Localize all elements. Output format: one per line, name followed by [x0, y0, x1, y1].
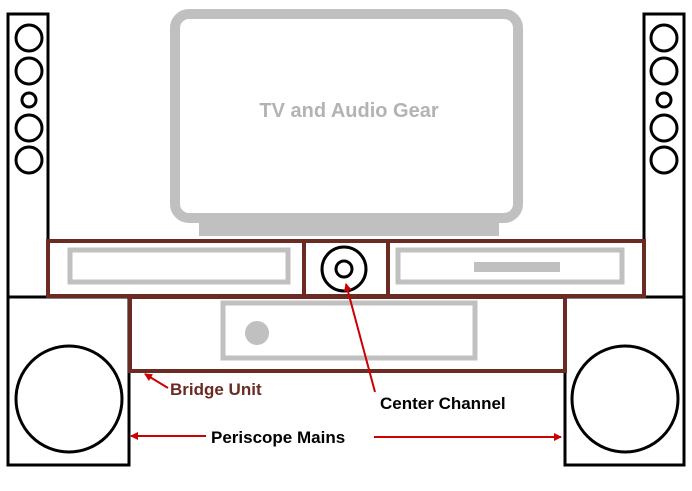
right-tower [642, 12, 686, 299]
left-tower-driver [14, 145, 44, 175]
right-tower-driver [649, 113, 679, 143]
left-tower-driver [14, 113, 44, 143]
bridge-arrow [144, 373, 169, 389]
right-tower-tweeter [655, 91, 673, 109]
center-label: Center Channel [380, 394, 506, 413]
right-sub [563, 295, 686, 467]
right-gear-display [474, 262, 560, 272]
center-arrow [343, 283, 376, 393]
right-sub-woofer [570, 344, 680, 454]
left-tower-driver [14, 56, 44, 86]
center-channel-tweeter [334, 259, 354, 279]
tv-stand [199, 220, 499, 236]
left-sub-woofer [14, 344, 124, 454]
bridge-label: Bridge Unit [170, 380, 262, 399]
right-tower-driver [649, 56, 679, 86]
right-tower-driver [649, 145, 679, 175]
left-tower-tweeter [20, 91, 38, 109]
left-tower-driver [14, 23, 44, 53]
left-sub [6, 295, 131, 467]
left-gear-component [67, 247, 291, 285]
tv-screen [170, 9, 523, 223]
left-tower [6, 12, 50, 299]
tv: TV and Audio Gear [170, 9, 523, 236]
mains-label: Periscope Mains [211, 428, 345, 447]
bridge-component-knob [245, 321, 269, 345]
right-tower-driver [649, 23, 679, 53]
bridge-unit [128, 295, 567, 373]
tv-label: TV and Audio Gear [259, 100, 438, 122]
